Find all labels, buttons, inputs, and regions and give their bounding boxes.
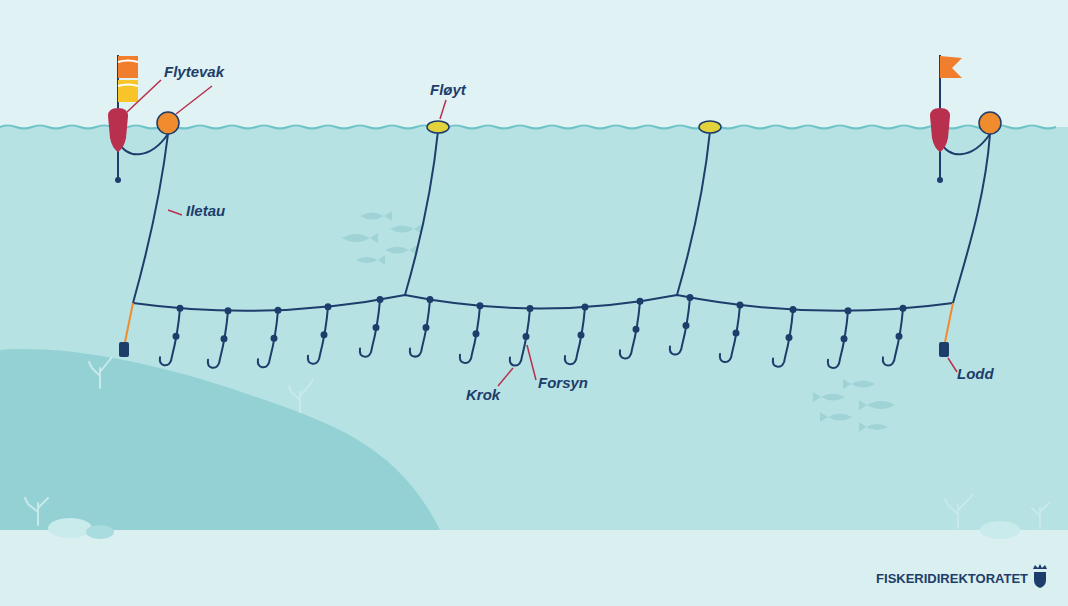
main-line — [133, 295, 953, 311]
snood-knot — [583, 305, 588, 310]
marker-buoy — [930, 55, 1001, 183]
snood-knot — [378, 297, 383, 302]
snood-swivel — [272, 336, 277, 341]
sea-floor — [0, 530, 1068, 606]
snood-knot — [226, 308, 231, 313]
snood-knot — [276, 308, 281, 313]
snood-knot — [326, 304, 331, 309]
logo-crest — [1033, 564, 1047, 588]
snood-knot — [901, 306, 906, 311]
hook-snood — [828, 311, 848, 368]
snood-knot — [846, 308, 851, 313]
part-label: Lodd — [957, 366, 994, 383]
snood-knot — [528, 306, 533, 311]
hook-snood — [208, 311, 228, 368]
snood-knot — [688, 295, 693, 300]
seabed-hill — [0, 349, 440, 530]
leader-line — [127, 80, 957, 386]
sea-water — [0, 127, 1068, 547]
snood-swivel — [322, 332, 327, 337]
hook-snood — [620, 301, 640, 358]
hooks — [160, 295, 906, 368]
hook-snood — [565, 307, 585, 364]
snood-knot — [791, 307, 796, 312]
stones — [48, 518, 1020, 539]
hook-snood — [308, 307, 328, 364]
hook-snood — [360, 300, 380, 357]
snood-knot — [428, 297, 433, 302]
snood-swivel — [734, 330, 739, 335]
snood-swivel — [787, 335, 792, 340]
snood-swivel — [524, 334, 529, 339]
hook-snood — [773, 310, 793, 367]
part-label: Forsyn — [538, 375, 588, 392]
snood-swivel — [634, 327, 639, 332]
hook-snood — [670, 297, 690, 354]
hook-snood — [883, 308, 903, 365]
snood-swivel — [474, 331, 479, 336]
snood-swivel — [222, 336, 227, 341]
snood-swivel — [579, 333, 584, 338]
hook-snood — [720, 305, 740, 362]
coral — [25, 357, 1049, 528]
fish-school — [342, 211, 895, 432]
hook-snood — [258, 310, 278, 367]
part-label: Fløyt — [430, 82, 466, 99]
hook-snood — [460, 306, 480, 363]
snood-knot — [178, 306, 183, 311]
hook-snood — [160, 308, 180, 365]
watermark: FISKERIDIREKTORATET — [876, 572, 1028, 586]
snood-swivel — [174, 334, 179, 339]
snood-swivel — [424, 325, 429, 330]
part-label: Krok — [466, 387, 500, 404]
snood-knot — [638, 299, 643, 304]
sinker — [119, 303, 953, 357]
hook-snood — [510, 308, 530, 365]
buoy-line — [118, 131, 990, 303]
part-label: Iletau — [186, 203, 225, 220]
snood-swivel — [842, 336, 847, 341]
snood-swivel — [684, 323, 689, 328]
snood-knot — [478, 303, 483, 308]
part-label: Flytevak — [164, 64, 224, 81]
hook-snood — [410, 300, 430, 357]
snood-knot — [738, 302, 743, 307]
snood-swivel — [374, 325, 379, 330]
float — [427, 121, 721, 133]
snood-swivel — [897, 334, 902, 339]
